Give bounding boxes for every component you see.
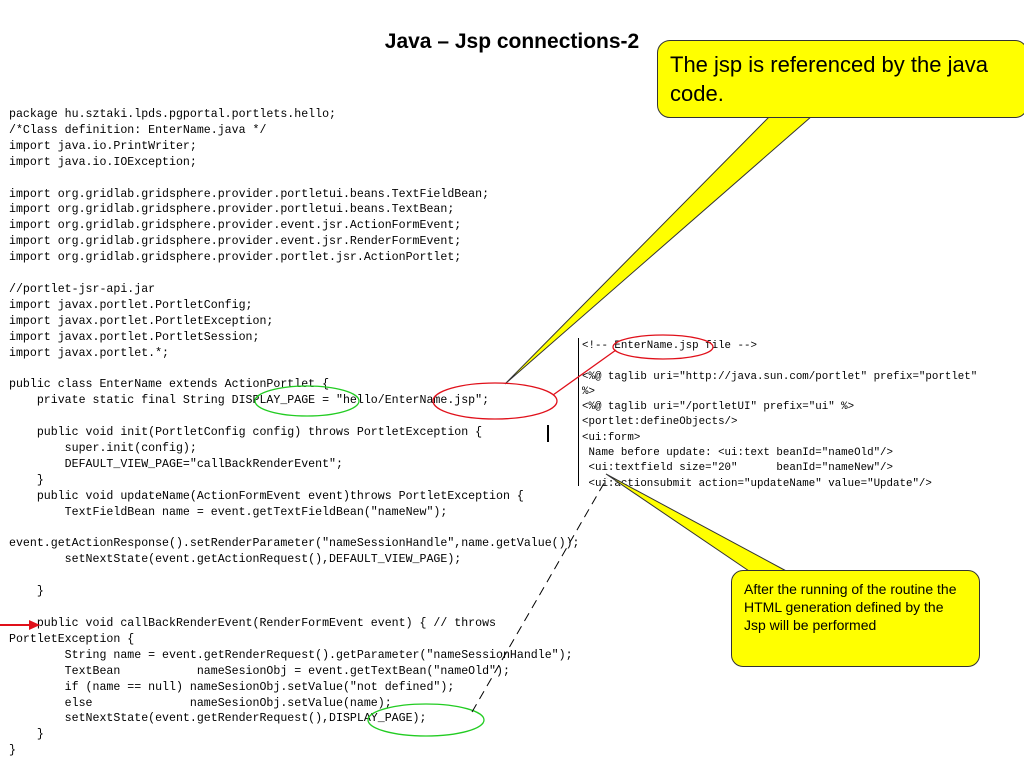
display-page-constant-highlight (254, 385, 360, 417)
jsp-reference-highlight (432, 382, 558, 420)
display-page-usage-highlight (367, 703, 485, 737)
callout-top-pointer (504, 115, 814, 385)
render-flow-dashed-line (471, 477, 608, 713)
jsp-code-block: <!-- EnterName.jsp file --> <%@ taglib u… (582, 340, 978, 490)
callout-jsp-referenced: The jsp is referenced by the java code. (657, 40, 1024, 118)
callout-bottom-pointer (605, 473, 791, 574)
java-code-block: package hu.sztaki.lpds.pgportal.portlets… (9, 108, 580, 758)
text-cursor (547, 425, 549, 442)
jsp-reference-connector (552, 349, 617, 396)
callout-html-generation: After the running of the routine the HTM… (731, 570, 980, 667)
jsp-filename-highlight (612, 334, 714, 360)
slide-title: Java – Jsp connections-2 (384, 30, 640, 53)
red-arrow-head (29, 620, 40, 630)
jsp-code-border (578, 338, 579, 486)
